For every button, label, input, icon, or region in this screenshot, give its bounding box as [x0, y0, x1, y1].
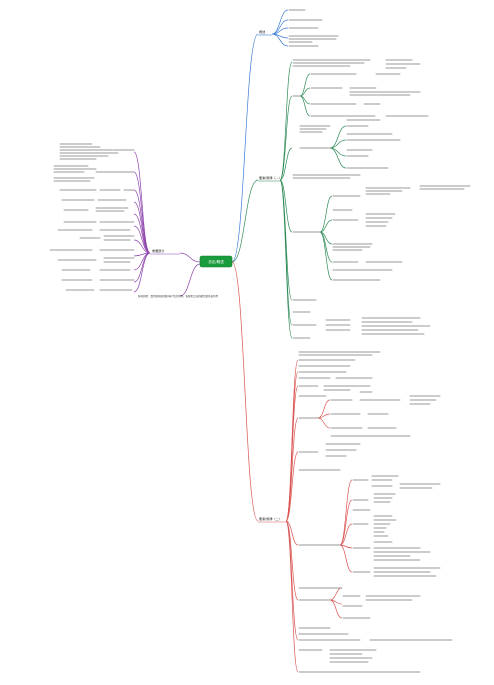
center-node-box: [199, 255, 233, 268]
connectors: [133, 9, 353, 673]
left-note-text: 影响因素：受到某些原因影响产生的作用，各要素之间的相互联系和作用: [138, 294, 219, 298]
branch-right1-node[interactable]: 要素/规律（...）: [258, 175, 282, 182]
branch-right2-node[interactable]: 要素/规律（二）: [258, 516, 287, 523]
leaf-lines: [49, 9, 471, 673]
center-node[interactable]: 总论/概述: [199, 255, 233, 268]
left-note: 影响因素：受到某些原因影响产生的作用，各要素之间的相互联系和作用: [138, 294, 219, 298]
branch-right1-label: 要素/规律（...）: [259, 175, 282, 180]
branch-top-node[interactable]: 概述: [258, 29, 272, 36]
branch-left-node[interactable]: 重要部分: [150, 248, 180, 255]
branch-left-label: 重要部分: [152, 248, 164, 253]
branch-right2-label: 要素/规律（二）: [259, 516, 282, 521]
branch-top-label: 概述: [259, 29, 265, 34]
center-node-title: 总论/概述: [208, 259, 224, 264]
